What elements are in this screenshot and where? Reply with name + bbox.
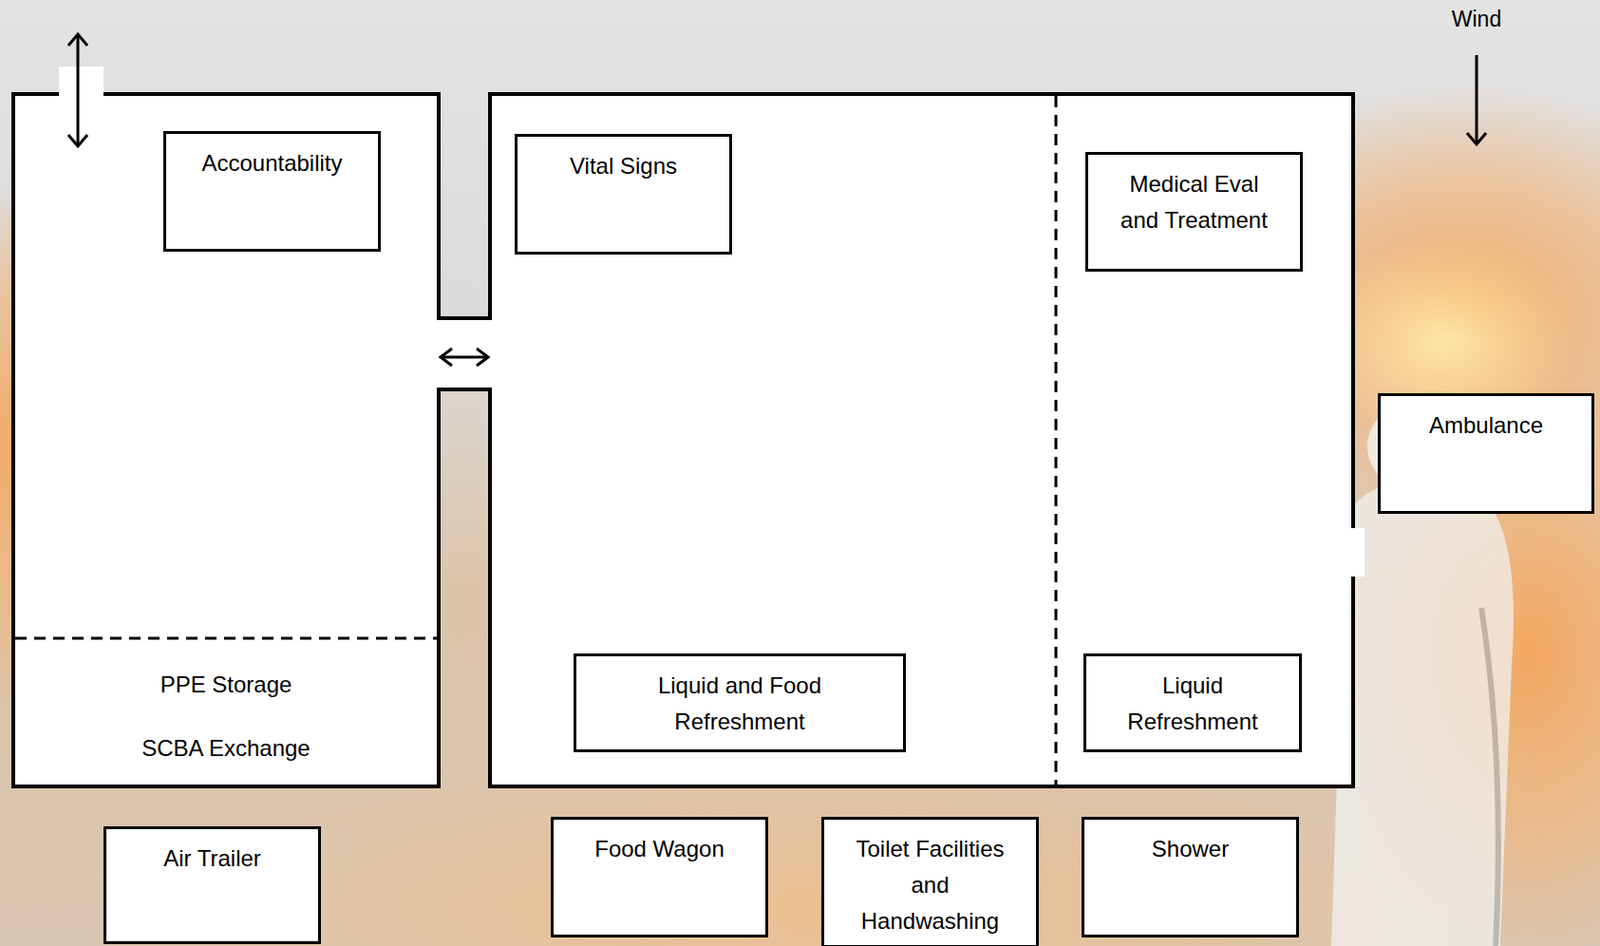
entry-arrow bbox=[76, 34, 80, 147]
corridor-wall bbox=[436, 387, 492, 392]
station-label: Air Trailer bbox=[131, 840, 295, 877]
station-box: Shower bbox=[1081, 816, 1299, 938]
entry-arrowheads bbox=[68, 34, 88, 147]
direction-label: Wind bbox=[1451, 5, 1502, 33]
zone-labels: PPE StorageSCBA Exchange bbox=[15, 666, 437, 767]
station-label: Vital Signs bbox=[542, 148, 706, 185]
station-label: Liquid Refreshment bbox=[1110, 667, 1275, 740]
zone-label: SCBA Exchange bbox=[15, 730, 437, 767]
fire-glow bbox=[1319, 351, 1600, 946]
zone-area: Vital Signs Medical Eval and TreatmentLiq… bbox=[488, 92, 1356, 789]
station-box: Ambulance bbox=[1377, 393, 1595, 514]
corridor-wall bbox=[436, 316, 492, 320]
connector-arrow bbox=[440, 348, 489, 366]
connector-line bbox=[440, 356, 489, 359]
station-box: Liquid Refreshment bbox=[1083, 653, 1302, 753]
station-box: Food Wagon bbox=[550, 816, 769, 938]
dashed-divider bbox=[1054, 95, 1058, 785]
arrowhead bbox=[440, 348, 489, 366]
station-box: Liquid and Food Refreshment bbox=[573, 653, 906, 753]
station-label: Medical Eval and Treatment bbox=[1112, 166, 1277, 239]
station-label: Liquid and Food Refreshment bbox=[635, 667, 845, 740]
exit-opening bbox=[1349, 527, 1365, 577]
entry-opening bbox=[58, 66, 104, 98]
wind-arrowhead bbox=[1467, 132, 1487, 145]
station-box: Vital Signs bbox=[514, 133, 733, 255]
corridor-opening bbox=[434, 320, 494, 388]
station-label: Shower bbox=[1109, 830, 1273, 867]
station-label: Accountability bbox=[190, 145, 355, 182]
station-box: Accountability bbox=[163, 131, 381, 252]
dashed-divider bbox=[15, 637, 437, 640]
firefighter-body bbox=[1331, 482, 1514, 946]
zone-area: PPE StorageSCBA Exchange Accountability bbox=[11, 92, 441, 789]
station-label: Ambulance bbox=[1404, 407, 1568, 444]
station-box: Medical Eval and Treatment bbox=[1085, 151, 1303, 272]
hose-line bbox=[1481, 607, 1499, 946]
note-label-holder: Wind bbox=[1451, 5, 1502, 33]
station-label: Food Wagon bbox=[578, 830, 742, 867]
zone-label: PPE Storage bbox=[15, 666, 437, 703]
station-label: Toilet Facilities and Handwashing bbox=[848, 830, 1013, 940]
station-box: Toilet Facilities and Handwashing bbox=[821, 816, 1039, 946]
station-box: Air Trailer bbox=[103, 826, 321, 944]
wind-arrow bbox=[1475, 55, 1479, 145]
